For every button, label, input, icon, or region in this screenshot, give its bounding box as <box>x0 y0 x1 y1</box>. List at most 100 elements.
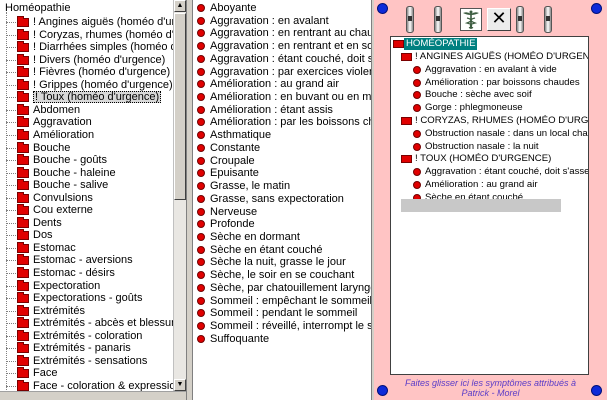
bullet-icon <box>413 168 421 177</box>
board-symptom[interactable]: Amélioration : au grand air <box>413 179 588 192</box>
binder-clip-icon <box>516 6 524 33</box>
bullet-icon <box>197 131 205 140</box>
tree-item[interactable]: Bouche - goûts <box>0 154 174 167</box>
folder-icon <box>17 379 29 391</box>
bullet-icon <box>197 42 205 51</box>
tree-item[interactable]: Dos <box>0 229 174 242</box>
tree-root-label[interactable]: Homéopathie <box>5 2 71 14</box>
tree-item[interactable]: ! Diarrhées simples (homéo d'urgence) <box>0 41 186 54</box>
board-group[interactable]: ! ANGINES AIGUËS (HOMÉO D'URGENCE) <box>401 51 588 64</box>
tree-item[interactable]: Face <box>0 367 174 380</box>
board-symptom[interactable]: Aggravation : étant couché, doit s'asseo… <box>413 166 589 179</box>
tree-item[interactable]: Face - coloration & expression <box>0 379 182 393</box>
bullet-icon <box>197 309 205 318</box>
tree-item[interactable]: Estomac - désirs <box>0 267 174 280</box>
folder-icon <box>17 216 29 228</box>
tree-item[interactable]: Cou externe <box>0 204 174 217</box>
tree-item[interactable]: ! Angines aiguës (homéo d'urgence) <box>0 16 186 29</box>
board-symptom-label: Obstruction nasale : la nuit <box>425 140 539 152</box>
tree-item[interactable]: Bouche <box>0 141 174 155</box>
tree-item[interactable]: Estomac <box>0 241 174 255</box>
board-group[interactable]: ! CORYZAS, RHUMES (HOMÉO D'URGENCE) <box>401 115 589 128</box>
tree-item[interactable]: ! Grippes (homéo d'urgence) <box>0 78 174 92</box>
board-group-label: ! TOUX (HOMÉO D'URGENCE) <box>415 153 552 165</box>
symptom-label: Constante <box>210 141 261 154</box>
close-icon: ✕ <box>491 8 507 29</box>
tree-item[interactable]: Aggravation <box>0 116 174 129</box>
folder-icon <box>17 154 29 166</box>
tree-item[interactable]: Estomac - aversions <box>0 254 174 267</box>
board-group[interactable]: ! TOUX (HOMÉO D'URGENCE) <box>401 153 588 166</box>
board-symptom[interactable]: Gorge : phlegmoneuse <box>413 102 588 115</box>
tree-item[interactable]: Dents <box>0 216 174 230</box>
tree-item[interactable]: Expectorations - goûts <box>0 292 174 305</box>
board-symptom[interactable]: Obstruction nasale : la nuit <box>413 140 588 154</box>
folder-icon <box>401 155 412 164</box>
tree-connector <box>6 273 18 274</box>
tree-item-label: ! Angines aiguës (homéo d'urgence) <box>33 16 186 28</box>
folder-icon <box>17 241 29 253</box>
vertical-scrollbar[interactable]: ▲ ▼ <box>173 0 186 391</box>
scroll-thumb[interactable] <box>174 13 186 200</box>
symptom-label: Aggravation : étant couché, doit s'asseo… <box>210 52 371 65</box>
pin-icon <box>591 3 602 14</box>
horizontal-scrollbar[interactable] <box>0 391 186 400</box>
tree-item[interactable]: ! Toux (homéo d'urgence) <box>0 91 174 104</box>
tree-item-label: Extrémités - abcès et blessures <box>33 317 187 330</box>
symptom-label: Asthmatique <box>210 129 272 142</box>
tree-item[interactable]: ! Fièvres (homéo d'urgence) <box>0 66 174 79</box>
tree-item-label: Bouche - goûts <box>33 154 107 167</box>
tree-item[interactable]: Extrémités <box>0 304 174 318</box>
scroll-up-button[interactable]: ▲ <box>174 0 186 12</box>
tree-item[interactable]: Bouche - salive <box>0 179 174 192</box>
tree-item[interactable]: ! Coryzas, rhumes (homéo d'urgence) <box>0 28 186 42</box>
tree-item[interactable]: Extrémités - sensations <box>0 354 174 368</box>
patient-board-panel: ✕ HOMÉOPATHIE ! ANGINES AIGUËS (HOMÉO D'… <box>374 0 607 400</box>
tree-item-label: Amélioration <box>33 128 95 141</box>
bullet-icon <box>197 156 205 165</box>
symptom-label: Amélioration : par les boissons chaudes <box>210 116 371 129</box>
tree-item[interactable]: Bouche - haleine <box>0 166 174 180</box>
symptom-label: Sommeil : pendant le sommeil <box>210 307 358 320</box>
bullet-icon <box>197 207 205 216</box>
binder-clip-icon <box>406 6 414 33</box>
tree-item[interactable]: Abdomen <box>0 103 174 117</box>
patient-board[interactable]: HOMÉOPATHIE ! ANGINES AIGUËS (HOMÉO D'UR… <box>390 36 589 375</box>
board-symptom[interactable]: Amélioration : par boissons chaudes <box>413 77 588 90</box>
tree-connector <box>6 34 18 36</box>
tree-item[interactable]: Extrémités - panaris <box>0 342 174 355</box>
board-root[interactable] <box>393 38 583 51</box>
board-symptom-label: Aggravation : étant couché, doit s'asseo… <box>425 166 589 178</box>
bullet-icon <box>197 105 205 114</box>
symptom-label: Nerveuse <box>210 205 258 218</box>
tree-item[interactable]: Amélioration <box>0 128 174 142</box>
bullet-icon <box>413 104 421 113</box>
caduceus-icon[interactable] <box>460 8 482 31</box>
symptom-label: Profonde <box>210 218 255 231</box>
folder-icon <box>17 354 29 366</box>
board-group-label: ! CORYZAS, RHUMES (HOMÉO D'URGENCE) <box>415 115 589 126</box>
board-symptom[interactable]: Aggravation : en avalant à vide <box>413 64 588 77</box>
tree-connector <box>6 335 18 337</box>
tree-item[interactable]: Convulsions <box>0 191 174 205</box>
folder-icon <box>17 292 29 304</box>
bullet-icon <box>197 118 205 127</box>
folder-icon <box>17 141 29 153</box>
board-symptom[interactable]: Bouche : sèche avec soif <box>413 89 588 102</box>
close-button[interactable]: ✕ <box>487 8 511 31</box>
tree-item[interactable]: ! Divers (homéo d'urgence) <box>0 53 174 67</box>
bullet-icon <box>197 143 205 152</box>
tree-item[interactable]: Extrémités - abcès et blessures <box>0 317 186 330</box>
binder-clip-icon <box>544 6 552 33</box>
scroll-down-button[interactable]: ▼ <box>174 379 186 391</box>
bullet-icon <box>413 181 421 189</box>
tree-item[interactable]: Extrémités - coloration <box>0 329 174 343</box>
board-symptom[interactable]: Obstruction nasale : dans un local chaud <box>413 128 588 141</box>
tree-connector <box>6 147 18 149</box>
tree-item-label: Estomac - désirs <box>33 267 115 279</box>
symptom-label: Epuisante <box>210 167 259 180</box>
category-tree[interactable]: Homéopathie ! Angines aiguës (homéo d'ur… <box>0 0 187 400</box>
tree-item[interactable]: Expectoration <box>0 279 174 293</box>
bullet-icon <box>197 232 205 241</box>
